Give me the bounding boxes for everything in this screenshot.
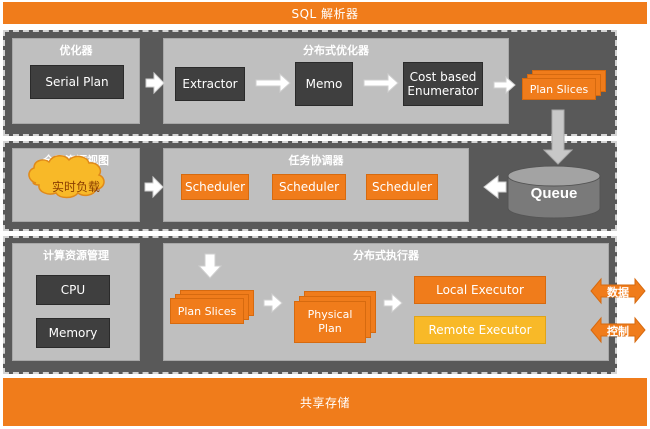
plan-slices-exec-label: Plan Slices [177,304,237,318]
remote-executor-label: Remote Executor [428,323,532,337]
physical-plan-line2: Plan [318,322,342,335]
serial-plan-label: Serial Plan [45,75,109,89]
plan-slices-exec-box: Plan Slices [170,298,244,324]
memory-box: Memory [36,318,110,348]
realtime-load-cloud [28,155,105,199]
control-tag-label: 控制 [607,324,629,338]
data-tag-label: 数据 [607,285,629,299]
serial-plan-box: Serial Plan [30,65,124,99]
local-executor-box: Local Executor [414,276,546,304]
optimizer-title: 优化器 [59,44,93,57]
memory-label: Memory [48,326,98,340]
cpu-box: CPU [36,275,110,305]
arrow-queue-to-coordinator [483,174,507,200]
control-tag-arrow [590,316,646,344]
arrow-enumerator-to-slices [493,75,516,95]
sql-parser-label: SQL 解析器 [291,6,359,21]
memo-box: Memo [295,62,353,106]
scheduler-box-1: Scheduler [181,174,249,200]
physical-plan-box: Physical Plan [294,301,366,343]
scheduler-label-1: Scheduler [184,180,246,194]
arrow-slices-to-queue [542,109,574,165]
coordinator-title: 任务协调器 [288,154,344,167]
resource-mgmt-title: 计算资源管理 [43,249,109,262]
queue-label: Queue [531,185,578,202]
plan-slices-top-box: Plan Slices [522,78,596,100]
plan-slices-top-label: Plan Slices [529,82,589,96]
queue-cylinder [507,165,601,219]
scheduler-label-2: Scheduler [278,180,340,194]
sql-parser-bar: SQL 解析器 [3,2,647,24]
memo-label: Memo [305,77,343,91]
scheduler-box-2: Scheduler [272,174,346,200]
arrow-down-executor [197,253,223,279]
extractor-label: Extractor [182,77,238,91]
cpu-label: CPU [60,283,86,297]
scheduler-label-3: Scheduler [371,180,433,194]
arrow-global-to-coordinator [144,175,164,199]
shared-storage-bar: 共享存储 [3,378,647,426]
arrow-extractor-to-memo [255,72,291,94]
enumerator-label-line2: Enumerator [407,84,479,98]
enumerator-box: Cost based Enumerator [403,62,483,106]
arrow-memo-to-enumerator [363,72,399,94]
local-executor-label: Local Executor [436,283,524,297]
extractor-box: Extractor [175,67,245,101]
enumerator-label-line1: Cost based [409,70,477,84]
scheduler-box-3: Scheduler [366,174,438,200]
arrow-serial-to-extractor [145,71,165,95]
remote-executor-box: Remote Executor [414,316,546,344]
shared-storage-label: 共享存储 [299,395,350,410]
realtime-load-label: 实时负载 [52,179,100,194]
data-tag-arrow [590,277,646,305]
arrow-slices-to-physical [263,292,283,314]
arrow-physical-to-executors [383,292,403,314]
physical-plan-line1: Physical [307,308,353,321]
dist-optimizer-title: 分布式优化器 [303,44,369,57]
dist-executor-title: 分布式执行器 [353,249,419,262]
